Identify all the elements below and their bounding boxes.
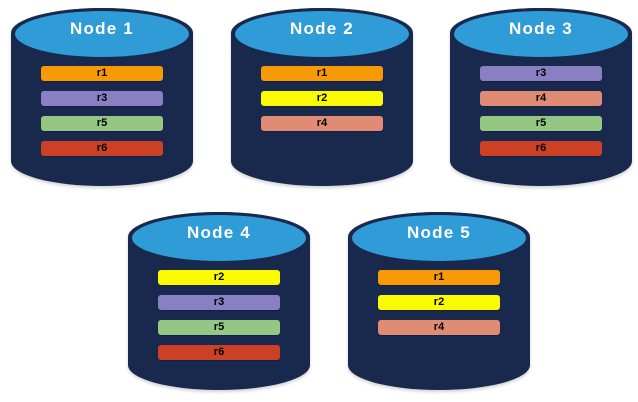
- replica-bar[interactable]: r2: [378, 295, 500, 310]
- replica-bar[interactable]: r5: [480, 116, 602, 131]
- replica-bar[interactable]: r2: [158, 270, 280, 285]
- replica-bar[interactable]: r4: [261, 116, 383, 131]
- cylinder-top-icon: [232, 8, 412, 60]
- replica-list: r2 r3 r5 r6: [128, 270, 310, 370]
- replica-bar[interactable]: r6: [158, 345, 280, 360]
- cylinder-top-icon: [12, 8, 192, 60]
- replica-bar[interactable]: r5: [41, 116, 163, 131]
- replica-bar[interactable]: r1: [41, 66, 163, 81]
- cylinder-top-icon: [451, 8, 631, 60]
- replica-bar[interactable]: r1: [378, 270, 500, 285]
- replica-list: r1 r3 r5 r6: [11, 66, 193, 166]
- replica-list: r1 r2 r4: [231, 66, 413, 141]
- replica-bar[interactable]: r6: [41, 141, 163, 156]
- replica-bar[interactable]: r3: [158, 295, 280, 310]
- replica-bar[interactable]: r2: [261, 91, 383, 106]
- replica-list: r1 r2 r4: [348, 270, 530, 345]
- replica-bar[interactable]: r3: [480, 66, 602, 81]
- cylinder-top-icon: [349, 212, 529, 264]
- replica-bar[interactable]: r1: [261, 66, 383, 81]
- replica-bar[interactable]: r6: [480, 141, 602, 156]
- replica-bar[interactable]: r4: [480, 91, 602, 106]
- cylinder-top-icon: [129, 212, 309, 264]
- replica-list: r3 r4 r5 r6: [450, 66, 632, 166]
- replica-bar[interactable]: r3: [41, 91, 163, 106]
- replica-bar[interactable]: r5: [158, 320, 280, 335]
- replica-bar[interactable]: r4: [378, 320, 500, 335]
